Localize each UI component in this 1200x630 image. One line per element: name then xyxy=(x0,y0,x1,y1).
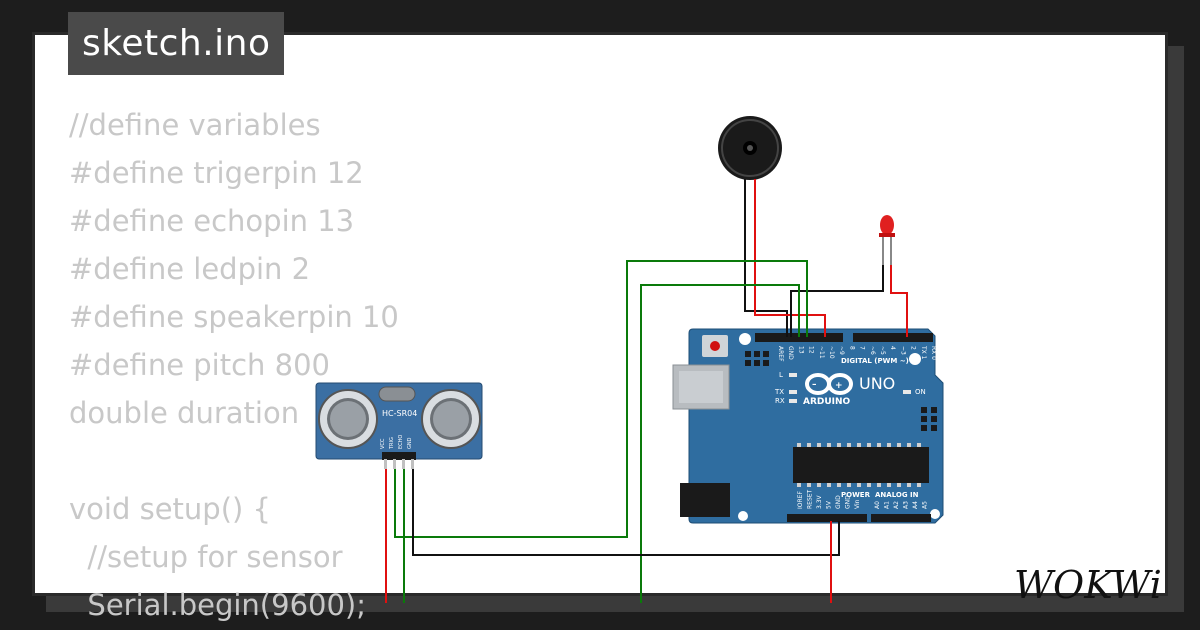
pin-label: A5 xyxy=(922,501,929,509)
piezo-buzzer[interactable] xyxy=(718,116,782,180)
svg-text:WOKWi: WOKWi xyxy=(1014,563,1162,607)
power-header-label: POWER xyxy=(841,491,871,499)
pin-label: ~9 xyxy=(838,346,845,355)
pin-label: 7 xyxy=(859,346,866,350)
wokwi-logo-icon: WOKWi xyxy=(1014,563,1162,607)
pin-label: ECHO xyxy=(398,435,404,449)
pin-label: ~5 xyxy=(879,346,886,355)
analog-header-label: ANALOG IN xyxy=(875,491,919,499)
canvas-card: //define variables #define trigerpin 12 #d… xyxy=(32,32,1168,622)
pin-label: 5V xyxy=(826,500,833,509)
code-line: #define trigerpin 12 xyxy=(69,156,364,190)
wires xyxy=(385,179,908,603)
code-line: //setup for sensor xyxy=(69,540,343,574)
code-line: #define ledpin 2 xyxy=(69,252,311,286)
pin-label: GND xyxy=(407,437,413,449)
code-line: #define echopin 13 xyxy=(69,204,355,238)
pin-label: 8 xyxy=(848,346,855,350)
pin-label: ~6 xyxy=(869,346,876,355)
pin-label: 3.3V xyxy=(816,494,823,509)
pin-label: A0 xyxy=(874,501,881,509)
pin-label: GND xyxy=(845,495,852,509)
board-model-label: UNO xyxy=(859,374,895,393)
pin-label: ~3 xyxy=(899,346,906,355)
led-on-label: ON xyxy=(915,388,926,396)
pin-label: GND xyxy=(787,346,794,360)
pin-label: ~11 xyxy=(818,346,825,359)
board-brand-label: ARDUINO xyxy=(803,397,851,407)
code-line: //define variables xyxy=(69,108,321,142)
sensor-label: HC-SR04 xyxy=(382,409,417,418)
pin-label: A2 xyxy=(893,501,900,509)
pin-label: 12 xyxy=(808,346,815,354)
pin-label: TRIG xyxy=(389,437,395,450)
code-line: void setup() { xyxy=(69,492,271,526)
code-line: double duration xyxy=(69,396,300,430)
arduino-logo-icon xyxy=(805,373,853,395)
svg-text:+: + xyxy=(835,381,843,391)
pin-label: Vin xyxy=(854,499,861,509)
pin-label: TX 1 xyxy=(920,345,927,360)
pin-label: 4 xyxy=(889,346,896,350)
pin-label: 2 xyxy=(910,346,917,350)
code-preview: //define variables #define trigerpin 12 #d… xyxy=(69,101,399,629)
pin-label: IOREF xyxy=(797,491,804,509)
pin-label: ~10 xyxy=(828,346,835,359)
digital-header-label: DIGITAL (PWM ~) xyxy=(841,357,909,365)
file-name-tab[interactable]: sketch.ino xyxy=(68,12,285,75)
code-line: #define pitch 800 xyxy=(69,348,330,382)
pin-label: 13 xyxy=(797,346,804,354)
pin-label: A4 xyxy=(912,501,919,509)
pin-label: A1 xyxy=(884,501,891,509)
code-line: #define speakerpin 10 xyxy=(69,300,399,334)
pin-label: RESET xyxy=(807,489,814,509)
pin-label: GND xyxy=(835,495,842,509)
pin-label: AREF xyxy=(777,346,784,362)
code-line: Serial.begin(9600); xyxy=(69,588,367,622)
led-rx-label: RX xyxy=(775,397,785,405)
pin-label: VCC xyxy=(380,438,386,449)
led-l-label: L xyxy=(779,371,783,379)
red-led[interactable] xyxy=(879,215,895,265)
pin-label: A3 xyxy=(903,501,910,509)
svg-text:–: – xyxy=(812,380,817,390)
pin-label: RX 0 xyxy=(930,346,937,360)
led-tx-label: TX xyxy=(774,388,784,396)
